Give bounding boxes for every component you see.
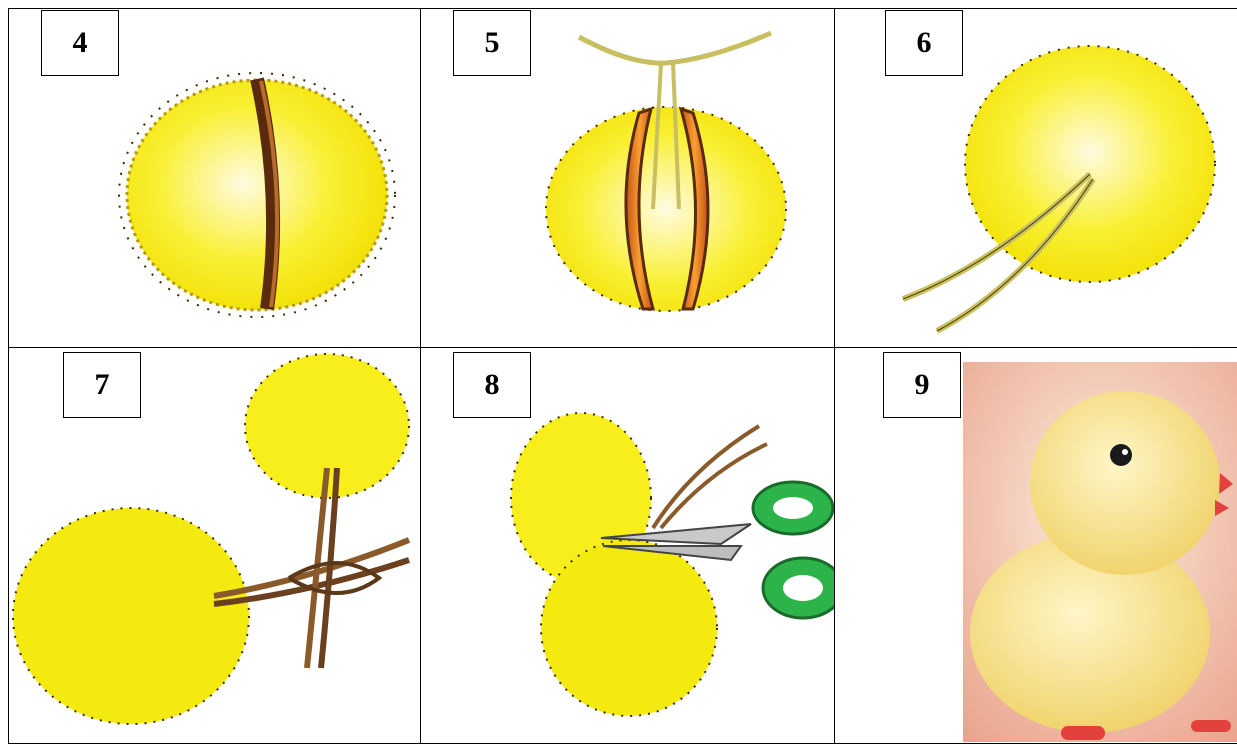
- steps-table: 4 5: [8, 8, 1237, 744]
- step-number: 6: [885, 10, 963, 76]
- step-number: 7: [63, 352, 141, 418]
- step-cell-9: 9: [834, 347, 1237, 744]
- step-number: 5: [453, 10, 531, 76]
- step-number: 8: [453, 352, 531, 418]
- step-cell-7: 7: [8, 347, 422, 744]
- step-number: 4: [41, 10, 119, 76]
- step-cell-5: 5: [420, 8, 836, 349]
- step-cell-4: 4: [8, 8, 422, 349]
- step-cell-6: 6: [834, 8, 1237, 349]
- step-cell-8: 8: [420, 347, 836, 744]
- step-number: 9: [883, 352, 961, 418]
